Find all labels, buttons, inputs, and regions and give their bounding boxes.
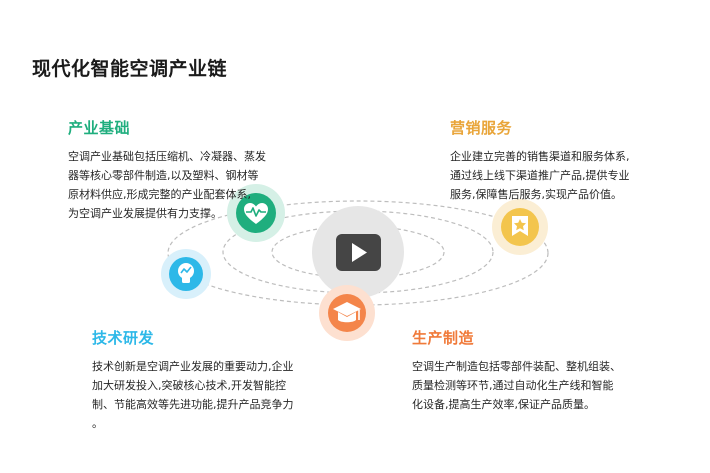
production-title: 生产制造: [412, 329, 475, 347]
text-line: 加大研发投入,突破核心技术,开发智能控: [92, 379, 286, 392]
marketing-icon-node: [492, 199, 548, 255]
text-line: 原材料供应,形成完整的产业配套体系,: [68, 188, 251, 201]
production-text: 空调生产制造包括零部件装配、整机组装、 质量检测等环节,通过自动化生产线和智能 …: [412, 357, 634, 414]
text-line: 化设备,提高生产效率,保证产品质量。: [412, 398, 595, 411]
text-line: 。: [92, 417, 103, 430]
graduation-cap-icon: [333, 302, 361, 323]
tech-text: 技术创新是空调产业发展的重要动力,企业 加大研发投入,突破核心技术,开发智能控 …: [92, 357, 304, 433]
marketing-text: 企业建立完善的销售渠道和服务体系, 通过线上线下渠道推广产品,提供专业 服务,保…: [450, 147, 662, 204]
center-play[interactable]: [312, 206, 404, 298]
text-line: 空调产业基础包括压缩机、冷凝器、蒸发: [68, 150, 266, 163]
page-title: 现代化智能空调产业链: [32, 58, 228, 80]
star-badge-icon: [512, 216, 528, 236]
block-production: 生产制造 空调生产制造包括零部件装配、整机组装、 质量检测等环节,通过自动化生产…: [412, 327, 634, 414]
text-line: 技术创新是空调产业发展的重要动力,企业: [92, 360, 294, 373]
tech-title: 技术研发: [92, 329, 155, 347]
block-tech: 技术研发 技术创新是空调产业发展的重要动力,企业 加大研发投入,突破核心技术,开…: [92, 327, 304, 433]
text-line: 服务,保障售后服务,实现产品价值。: [450, 188, 622, 201]
foundation-title: 产业基础: [68, 119, 131, 137]
text-line: 通过线上线下渠道推广产品,提供专业: [450, 169, 630, 182]
text-line: 空调生产制造包括零部件装配、整机组装、: [412, 360, 621, 373]
foundation-text: 空调产业基础包括压缩机、冷凝器、蒸发 器等核心零部件制造,以及塑料、钢材等 原材…: [68, 147, 274, 223]
block-foundation: 产业基础 空调产业基础包括压缩机、冷凝器、蒸发 器等核心零部件制造,以及塑料、钢…: [68, 117, 274, 223]
text-line: 质量检测等环节,通过自动化生产线和智能: [412, 379, 614, 392]
text-line: 企业建立完善的销售渠道和服务体系,: [450, 150, 630, 163]
play-icon: [352, 243, 367, 262]
text-line: 制、节能高效等先进功能,提升产品竞争力: [92, 398, 294, 411]
tech-icon-node: [161, 249, 211, 299]
marketing-title: 营销服务: [450, 119, 513, 137]
text-line: 器等核心零部件制造,以及塑料、钢材等: [68, 169, 259, 182]
block-marketing: 营销服务 企业建立完善的销售渠道和服务体系, 通过线上线下渠道推广产品,提供专业…: [450, 117, 662, 204]
text-line: 为空调产业发展提供有力支撑。: [68, 207, 222, 220]
lightbulb-icon: [178, 263, 194, 283]
